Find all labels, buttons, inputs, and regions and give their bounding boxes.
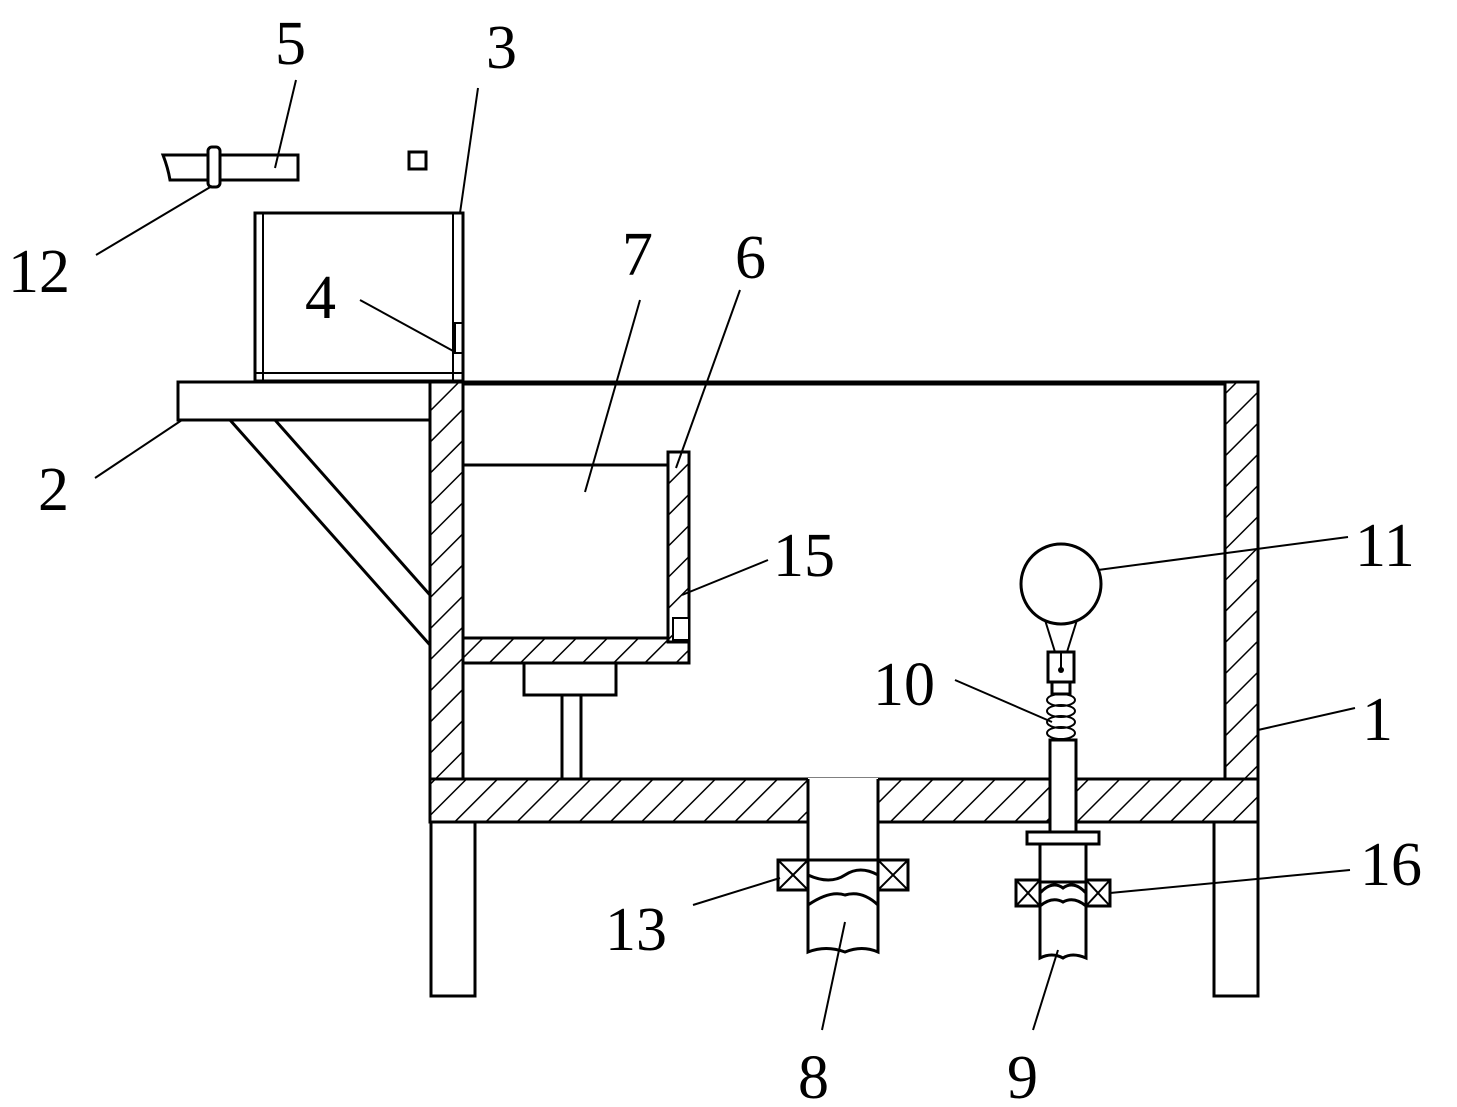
labels: 1 2 3 4 5 6 7 8 9 10 11 12 13 15 16 <box>8 10 1422 1107</box>
leader-4 <box>359 299 456 353</box>
float-ball <box>1019 542 1103 626</box>
float-valve <box>1019 542 1103 884</box>
label-16: 16 <box>1360 831 1422 899</box>
leader-lines <box>94 79 1356 1031</box>
label-15: 15 <box>773 522 835 590</box>
drain-valve <box>776 858 910 955</box>
support-block <box>522 661 618 697</box>
leader-11 <box>1097 536 1349 571</box>
tank-left-wall <box>428 380 465 824</box>
slat-column <box>666 450 691 644</box>
spring <box>1046 680 1076 740</box>
leader-12 <box>95 185 213 256</box>
label-2: 2 <box>38 456 69 524</box>
leader-7 <box>584 299 641 493</box>
leader-3 <box>459 87 479 214</box>
leader-16 <box>1109 869 1351 894</box>
drain-opening <box>808 778 878 824</box>
label-9: 9 <box>1007 1044 1038 1107</box>
label-13: 13 <box>605 896 667 964</box>
leader-9 <box>1032 949 1059 1031</box>
leader-1 <box>1257 707 1356 731</box>
leader-6 <box>675 289 741 469</box>
shelf <box>176 380 432 646</box>
inlet-valve <box>1014 878 1112 961</box>
top-left-part <box>160 145 300 189</box>
label-3: 3 <box>486 14 517 82</box>
label-11: 11 <box>1355 512 1415 580</box>
label-10: 10 <box>873 651 935 719</box>
label-5: 5 <box>275 10 306 78</box>
label-8: 8 <box>798 1044 829 1107</box>
leader-10 <box>954 679 1053 723</box>
label-4: 4 <box>305 264 336 332</box>
tank-body <box>428 380 1260 860</box>
label-6: 6 <box>735 224 766 292</box>
leader-15 <box>681 559 769 596</box>
label-12: 12 <box>8 238 70 306</box>
leader-5 <box>274 79 297 169</box>
leader-13 <box>692 877 781 906</box>
basket-bottom-plate <box>461 636 691 665</box>
small-square <box>407 150 428 171</box>
tank-right-wall <box>1223 380 1260 824</box>
label-1: 1 <box>1362 686 1393 754</box>
leader-2 <box>94 419 183 479</box>
label-7: 7 <box>622 221 653 289</box>
leg-right <box>1212 820 1260 998</box>
control-box <box>253 211 465 383</box>
support-post <box>560 693 583 781</box>
leg-left <box>429 820 477 998</box>
leader-8 <box>821 921 846 1031</box>
